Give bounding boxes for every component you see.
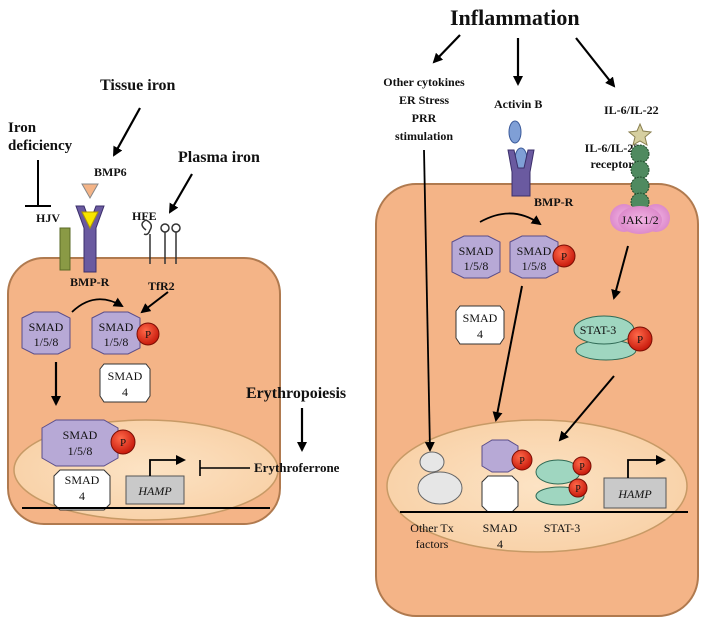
tfr2-to-smad-arrow — [140, 291, 169, 314]
right-phosphate-1 — [552, 244, 576, 268]
left-hamp-gene-box — [125, 475, 185, 505]
right-nucleus — [386, 419, 688, 553]
iron-deficiency-label-line1: Iron — [8, 120, 37, 136]
left-nuc-smad4-line2: 4 — [79, 489, 85, 503]
left-phosphate-2-label: P — [120, 437, 126, 449]
right-smad-158-unphosphorylated: SMAD 1/5/8 — [451, 235, 501, 279]
right-smad4-line1: SMAD — [463, 311, 498, 325]
il6-receptor-chain — [630, 144, 650, 212]
plasma-iron-arrow — [168, 173, 193, 214]
left-nuc-smad-line2: 1/5/8 — [68, 444, 93, 458]
left-phosphate-2 — [110, 429, 136, 455]
left-smad-a-line2: 1/5/8 — [34, 335, 59, 349]
bottom-stat3-label: STAT-3 — [544, 521, 581, 535]
right-smad-a-line2: 1/5/8 — [464, 259, 489, 273]
nuc-stat-phosphate-1-label: P — [579, 462, 585, 473]
nuclear-smad-complex: P — [481, 439, 533, 513]
right-bmp-r-label: BMP-R — [534, 195, 574, 209]
left-smad-b-line1: SMAD — [99, 320, 134, 334]
left-phosphate-1-label: P — [145, 329, 151, 341]
left-smad4-cytoplasm: SMAD 4 — [99, 363, 151, 403]
iron-deficiency-label-line2: deficiency — [8, 138, 73, 154]
bmp6-bound-ligand — [81, 211, 99, 230]
bottom-smad4-line1: SMAD — [483, 521, 518, 535]
il6-receptor-line2: receptor — [590, 157, 634, 171]
bmp6-label: BMP6 — [94, 165, 127, 179]
right-transcription-arrow — [627, 455, 666, 478]
bottom-other-tx-line1: Other Tx — [410, 521, 453, 535]
other-tx-factors-shape — [417, 451, 463, 505]
activin-b-ligand-1 — [508, 120, 522, 144]
inflammation-arrow-other — [432, 34, 461, 64]
il6-receptor-line1: IL-6/IL-22 — [585, 141, 640, 155]
right-phosphate-1-label: P — [561, 251, 567, 263]
left-smad-158-unphosphorylated: SMAD 1/5/8 — [21, 311, 71, 355]
hjv-receptor — [59, 227, 71, 271]
nuc-smad-phosphate-label: P — [519, 456, 525, 467]
right-smad-a-line1: SMAD — [459, 244, 494, 258]
hfe-label: HFE — [132, 209, 157, 223]
nuclear-stat3-complex: P P — [535, 456, 592, 506]
tfr2-label: TfR2 — [148, 279, 175, 293]
right-bmp-receptor — [507, 149, 535, 197]
other-cytokines-line1: Other cytokines — [383, 75, 465, 89]
left-transcription-arrow — [149, 455, 186, 476]
right-smad-to-nucleus-arrow — [492, 285, 523, 422]
left-nuclear-smad-complex: SMAD 1/5/8 P SMAD 4 — [41, 419, 136, 511]
right-smad4-line2: 4 — [477, 327, 483, 341]
left-hamp-label: HAMP — [137, 484, 172, 498]
activin-b-label: Activin B — [494, 97, 542, 111]
other-cytokines-line4: stimulation — [395, 129, 453, 143]
right-smad4-cytoplasm: SMAD 4 — [455, 305, 505, 345]
plasma-iron-label: Plasma iron — [178, 149, 260, 166]
left-smad4-line2: 4 — [122, 385, 128, 399]
left-phosphorylation-curve-arrow — [71, 297, 124, 313]
hjv-label: HJV — [36, 211, 60, 225]
right-smad-158-phosphorylated: SMAD 1/5/8 P — [509, 235, 576, 279]
bmp6-ligand-triangle — [81, 183, 99, 200]
other-cytokines-line3: PRR — [412, 111, 437, 125]
left-nuc-smad-line1: SMAD — [63, 428, 98, 442]
erythropoiesis-label: Erythropoiesis — [246, 385, 346, 402]
stat3-cytoplasm: STAT-3 P — [573, 315, 653, 361]
right-phosphorylation-curve-arrow — [479, 212, 542, 226]
il6-il22-label: IL-6/IL-22 — [604, 103, 659, 117]
nuc-stat-phosphate-2-label: P — [575, 484, 581, 495]
tissue-iron-label: Tissue iron — [100, 77, 176, 94]
right-hamp-label: HAMP — [617, 487, 652, 501]
inflammation-label: Inflammation — [450, 5, 580, 30]
other-cytokines-line2: ER Stress — [399, 93, 449, 107]
jak12 — [610, 204, 670, 234]
left-smad-a-line1: SMAD — [29, 320, 64, 334]
left-smad-158-phosphorylated: SMAD 1/5/8 P — [91, 311, 160, 355]
jak-to-stat-arrow — [611, 245, 629, 300]
left-phosphate-1 — [136, 322, 160, 346]
stat3-to-nucleus-arrow — [558, 375, 615, 442]
right-smad-b-line1: SMAD — [517, 244, 552, 258]
erythroferrone-label: Erythroferrone — [254, 460, 340, 475]
stat3-label: STAT-3 — [580, 323, 617, 337]
bottom-other-tx-line2: factors — [416, 537, 449, 551]
right-smad-b-line2: 1/5/8 — [522, 259, 547, 273]
nuc-smad-phosphate — [511, 449, 533, 471]
tissue-iron-arrow — [113, 107, 141, 157]
jak-label: JAK1/2 — [621, 213, 658, 227]
other-cytokines-arrow — [423, 149, 435, 452]
right-phosphate-2-label: P — [637, 334, 643, 346]
left-smad-b-line2: 1/5/8 — [104, 335, 129, 349]
left-nuc-smad4-line1: SMAD — [65, 473, 100, 487]
left-bmp-receptor — [75, 205, 105, 273]
il6-ligand-star — [627, 122, 653, 147]
inflammation-arrow-il6 — [575, 37, 616, 88]
right-hamp-gene-box — [603, 477, 667, 509]
hfe-tfr2-complex — [141, 219, 181, 264]
right-phosphate-2 — [627, 326, 653, 352]
left-smad4-line1: SMAD — [108, 369, 143, 383]
left-bmp-r-label: BMP-R — [70, 275, 110, 289]
bottom-smad4-line2: 4 — [497, 537, 503, 551]
